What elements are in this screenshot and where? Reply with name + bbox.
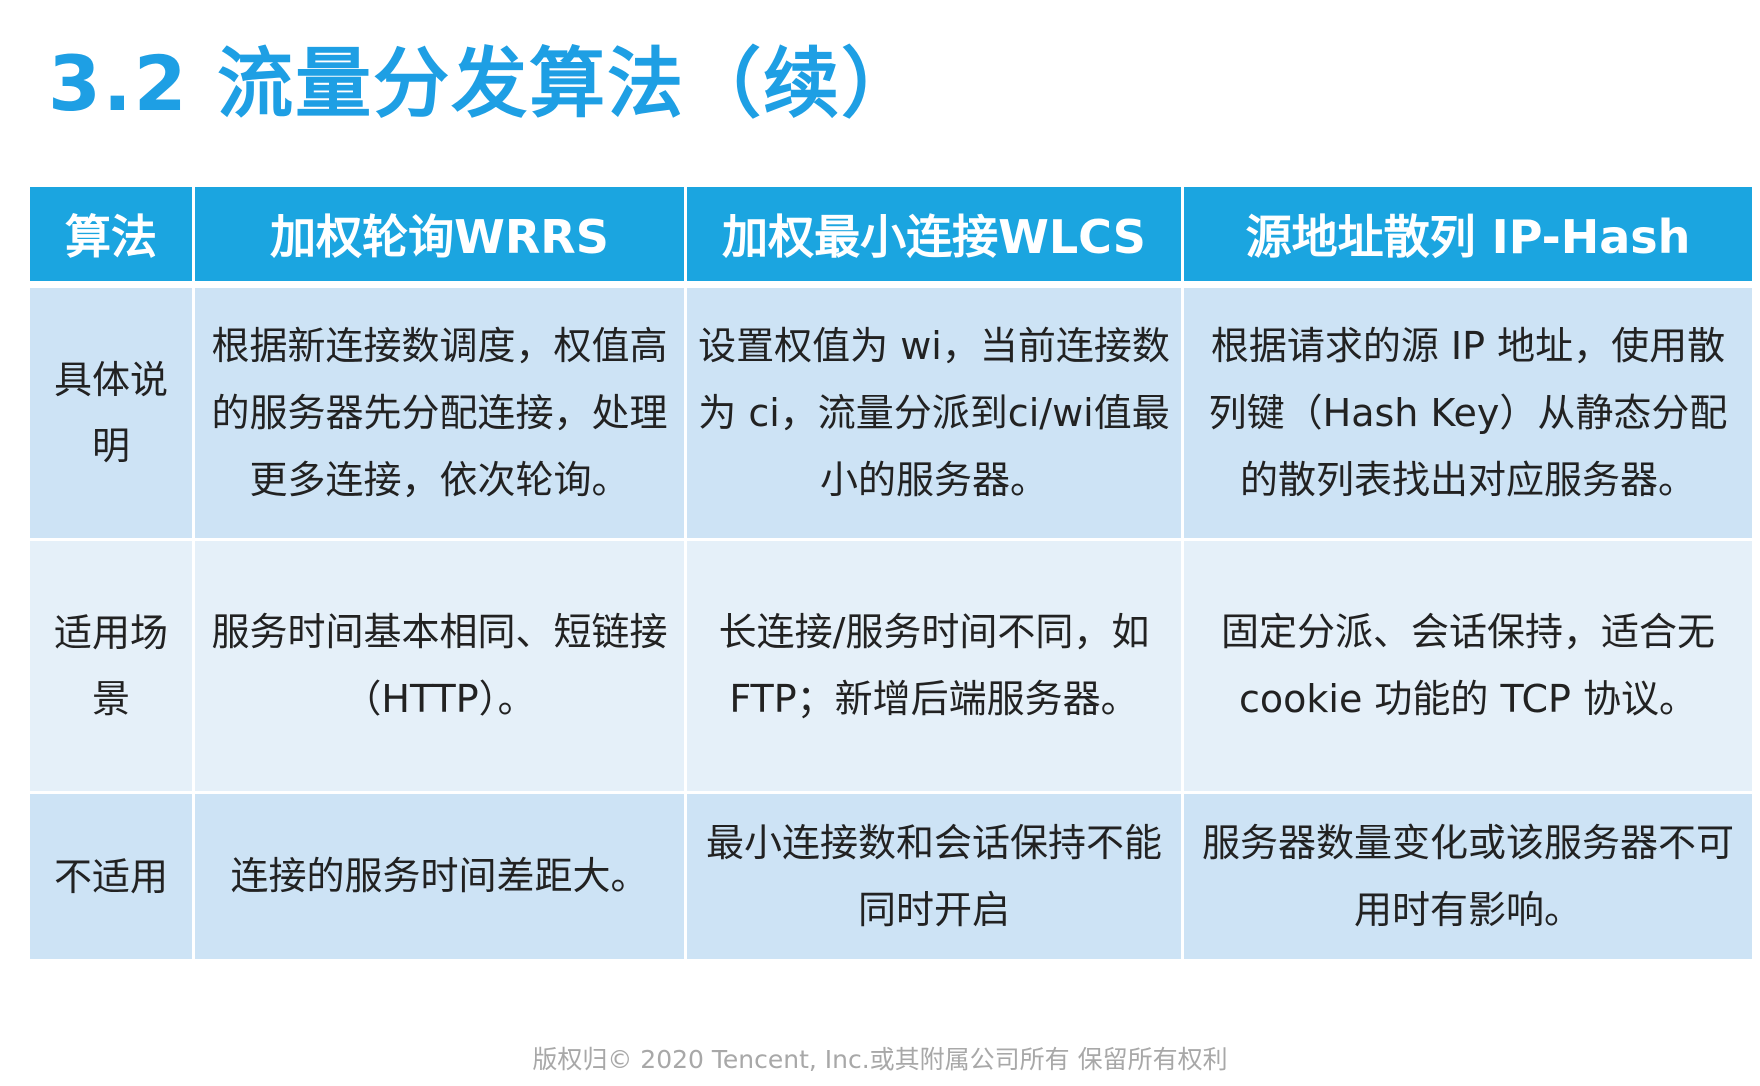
table-row-scenarios: 适用场景 服务时间基本相同、短链接（HTTP）。 长连接/服务时间不同，如FTP… [30, 541, 1752, 794]
table-header-row: 算法 加权轮询WRRS 加权最小连接WLCS 源地址散列 IP-Hash [30, 187, 1752, 288]
header-ip-hash: 源地址散列 IP-Hash [1184, 187, 1752, 288]
table-row-not-applicable: 不适用 连接的服务时间差距大。 最小连接数和会话保持不能同时开启 服务器数量变化… [30, 794, 1752, 962]
row-label-not-applicable: 不适用 [30, 794, 192, 962]
cell-wlcs-scenarios: 长连接/服务时间不同，如FTP；新增后端服务器。 [687, 541, 1181, 794]
cell-wlcs-description: 设置权值为 wi，当前连接数为 ci，流量分派到ci/wi值最小的服务器。 [687, 288, 1181, 541]
copyright-footer: 版权归© 2020 Tencent, Inc.或其附属公司所有 保留所有权利 [532, 1045, 1228, 1074]
cell-wrrs-not-applicable: 连接的服务时间差距大。 [195, 794, 684, 962]
header-algorithm: 算法 [30, 187, 192, 288]
header-wlcs: 加权最小连接WLCS [687, 187, 1181, 288]
algorithm-comparison-table: 算法 加权轮询WRRS 加权最小连接WLCS 源地址散列 IP-Hash 具体说… [27, 187, 1755, 962]
cell-wrrs-scenarios: 服务时间基本相同、短链接（HTTP）。 [195, 541, 684, 794]
cell-wrrs-description: 根据新连接数调度，权值高的服务器先分配连接，处理更多连接，依次轮询。 [195, 288, 684, 541]
cell-iphash-description: 根据请求的源 IP 地址，使用散列键（Hash Key）从静态分配的散列表找出对… [1184, 288, 1752, 541]
row-label-description: 具体说明 [30, 288, 192, 541]
row-label-scenarios: 适用场景 [30, 541, 192, 794]
page-title: 3.2 流量分发算法（续） [48, 39, 920, 128]
cell-iphash-not-applicable: 服务器数量变化或该服务器不可用时有影响。 [1184, 794, 1752, 962]
cell-wlcs-not-applicable: 最小连接数和会话保持不能同时开启 [687, 794, 1181, 962]
header-wrrs: 加权轮询WRRS [195, 187, 684, 288]
cell-iphash-scenarios: 固定分派、会话保持，适合无cookie 功能的 TCP 协议。 [1184, 541, 1752, 794]
table-row-description: 具体说明 根据新连接数调度，权值高的服务器先分配连接，处理更多连接，依次轮询。 … [30, 288, 1752, 541]
